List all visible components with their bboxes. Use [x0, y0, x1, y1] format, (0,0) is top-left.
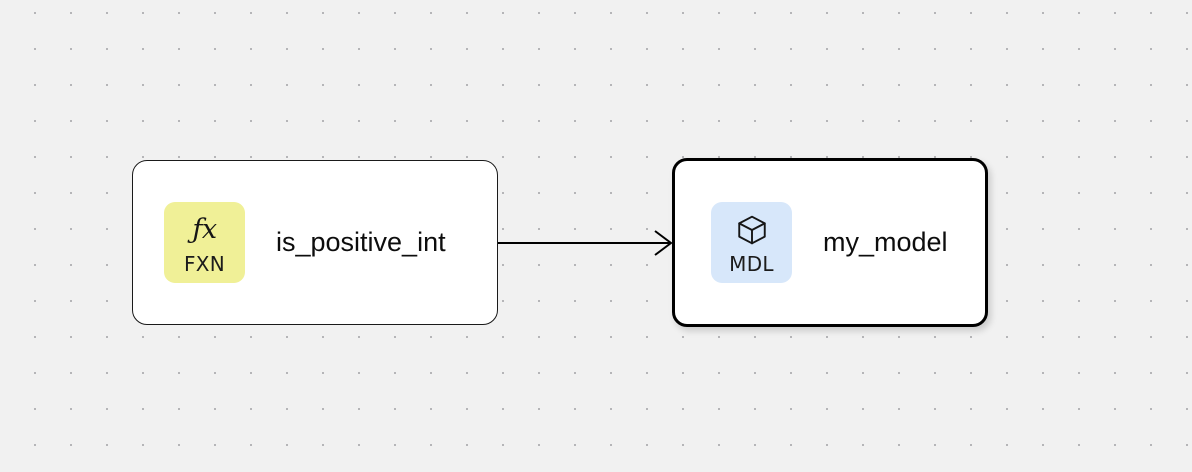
node-fxn-is-positive-int[interactable]: ƒx FXN is_positive_int [132, 160, 498, 325]
node-title: is_positive_int [276, 227, 446, 257]
cube-icon [735, 212, 769, 248]
node-type-badge-caption: FXN [183, 251, 226, 276]
node-type-badge-mdl: MDL [711, 202, 792, 283]
node-mdl-my-model[interactable]: MDL my_model [672, 158, 988, 327]
node-type-badge-caption: MDL [729, 251, 774, 276]
function-icon: ƒx [192, 214, 217, 245]
edge-fxn-to-mdl[interactable] [498, 230, 673, 256]
node-title: my_model [823, 227, 948, 257]
edge-arrowhead-icon [654, 230, 673, 256]
node-type-badge-fxn: ƒx FXN [164, 202, 245, 283]
